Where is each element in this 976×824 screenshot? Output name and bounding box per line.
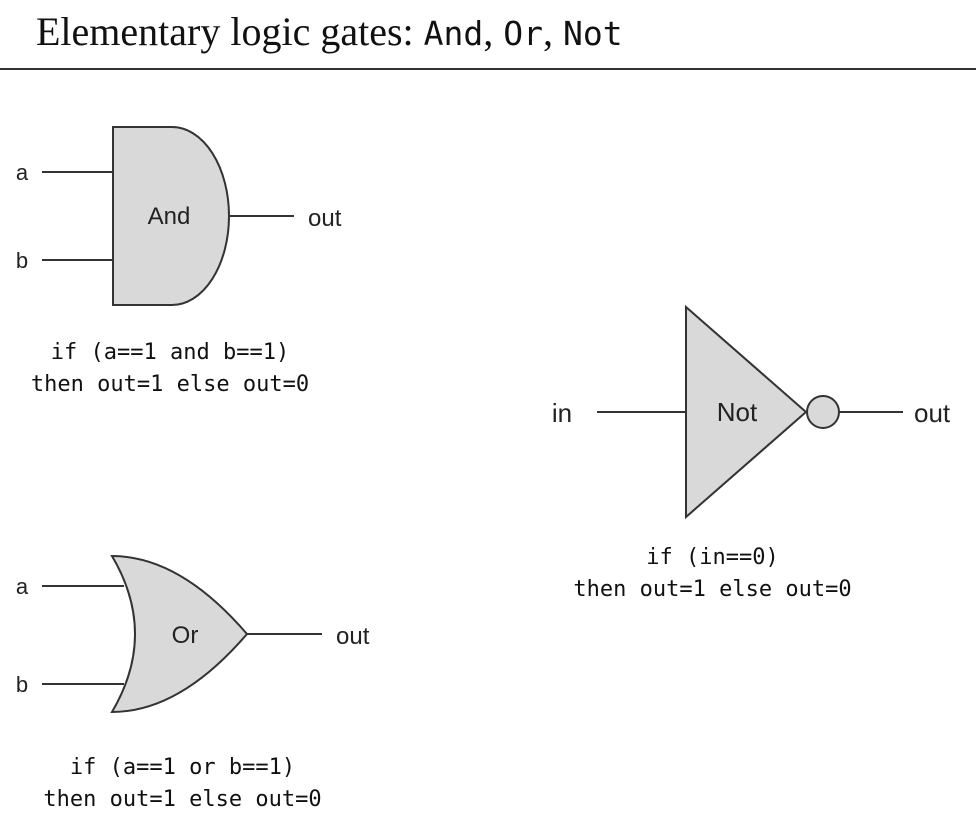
- not-gate-label: Not: [717, 397, 758, 427]
- title-underline: [0, 68, 976, 70]
- title-prefix: Elementary logic gates:: [36, 9, 424, 54]
- and-input-a-label: a: [16, 160, 29, 185]
- or-input-b-label: b: [16, 672, 28, 697]
- and-input-b-label: b: [16, 248, 28, 273]
- title-sep-1: ,: [483, 9, 504, 54]
- not-gate-body: [685, 304, 808, 520]
- not-gate-inversion-bubble: [806, 395, 840, 429]
- or-rule-line-1: if (a==1 or b==1): [69, 755, 296, 780]
- not-rule-line-1: if (in==0): [646, 545, 779, 570]
- not-rule: if (in==0) then out=1 else out=0: [525, 542, 900, 606]
- title-gate-or: Or: [503, 14, 543, 53]
- title-gate-and: And: [423, 14, 484, 53]
- and-gate-body: [112, 126, 230, 306]
- not-gate: in Not out: [552, 304, 951, 520]
- and-rule-line-2: then out=1 else out=0: [30, 372, 310, 397]
- not-rule-line-2: then out=1 else out=0: [573, 577, 852, 602]
- or-gate-body: [110, 554, 249, 714]
- and-gate-label: And: [148, 203, 191, 230]
- or-output-label: out: [336, 623, 370, 650]
- and-gate: a b And out: [16, 126, 342, 306]
- or-input-a-label: a: [16, 574, 29, 599]
- title-gate-not: Not: [563, 14, 623, 53]
- or-rule-line-2: then out=1 else out=0: [43, 787, 322, 812]
- title-sep-2: ,: [543, 9, 563, 54]
- and-rule: if (a==1 and b==1) then out=1 else out=0: [0, 337, 340, 401]
- and-rule-line-1: if (a==1 and b==1): [50, 340, 290, 365]
- page-title: Elementary logic gates: And, Or, Not: [36, 8, 623, 55]
- and-output-label: out: [308, 205, 342, 232]
- or-gate: a b Or out: [16, 554, 370, 714]
- or-rule: if (a==1 or b==1) then out=1 else out=0: [0, 752, 365, 816]
- or-gate-label: Or: [172, 622, 199, 649]
- not-output-label: out: [914, 398, 951, 428]
- not-input-label: in: [552, 398, 572, 428]
